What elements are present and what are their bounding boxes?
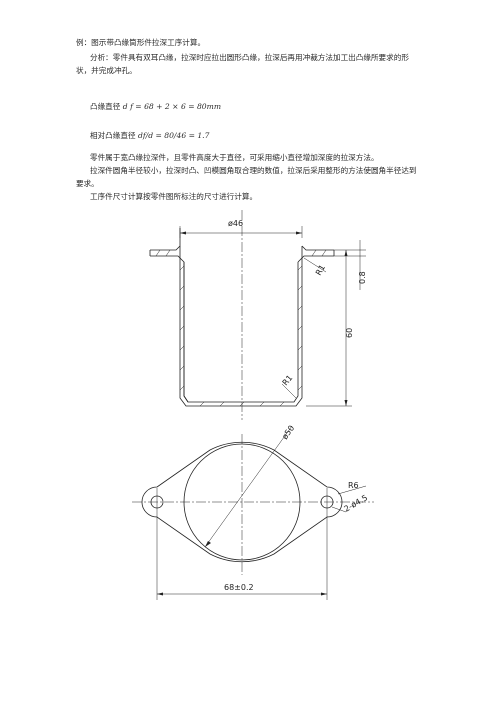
wide-flange-paragraph: 零件属于宽凸缘拉深件，且零件高度大于直径，可采用缩小直径增加深度的拉深方法。 xyxy=(90,153,379,162)
ear-radius-label: R6 xyxy=(348,481,359,490)
hole-span-label: 68±0.2 xyxy=(224,583,254,592)
plan-view xyxy=(132,425,374,600)
holes-label: 2-ø4.5 xyxy=(343,493,370,514)
radius-paragraph: 拉深件圆角半径较小，拉深时凸、凹模圆角取合理的数值，拉深后采用整形的方法使圆角半… xyxy=(76,166,417,188)
thickness-label: 0.8 xyxy=(358,271,367,284)
example-line: 例：图示带凸缘筒形件拉深工序计算。 xyxy=(76,38,206,47)
height-label: 60 xyxy=(345,328,354,338)
flange-diameter-expression: d f = 68 + 2 × 6 = 80mm xyxy=(122,102,222,111)
dimensions-paragraph: 工序件尺寸计算按零件图所标注的尺寸进行计算。 xyxy=(90,192,258,201)
cup-section xyxy=(149,210,366,420)
bottom-radius-label: R1 xyxy=(281,373,295,387)
top-diameter-label: ø46 xyxy=(228,219,243,228)
circle-diameter-label: ø50 xyxy=(280,424,296,442)
analysis-paragraph: 分析：零件具有双耳凸缘，拉深时应拉出圆形凸缘，拉深后再用冲裁方法加工出凸缘所要求… xyxy=(76,53,409,75)
relative-diameter-formula: 相对凸缘直径 df/d = 80/46 = 1.7 xyxy=(90,130,209,141)
flange-diameter-formula: 凸缘直径 d f = 68 + 2 × 6 = 80mm xyxy=(90,101,221,112)
relative-diameter-label: 相对凸缘直径 xyxy=(90,131,136,140)
flange-diameter-label: 凸缘直径 xyxy=(90,102,121,111)
relative-diameter-expression: df/d = 80/46 = 1.7 xyxy=(137,131,210,140)
